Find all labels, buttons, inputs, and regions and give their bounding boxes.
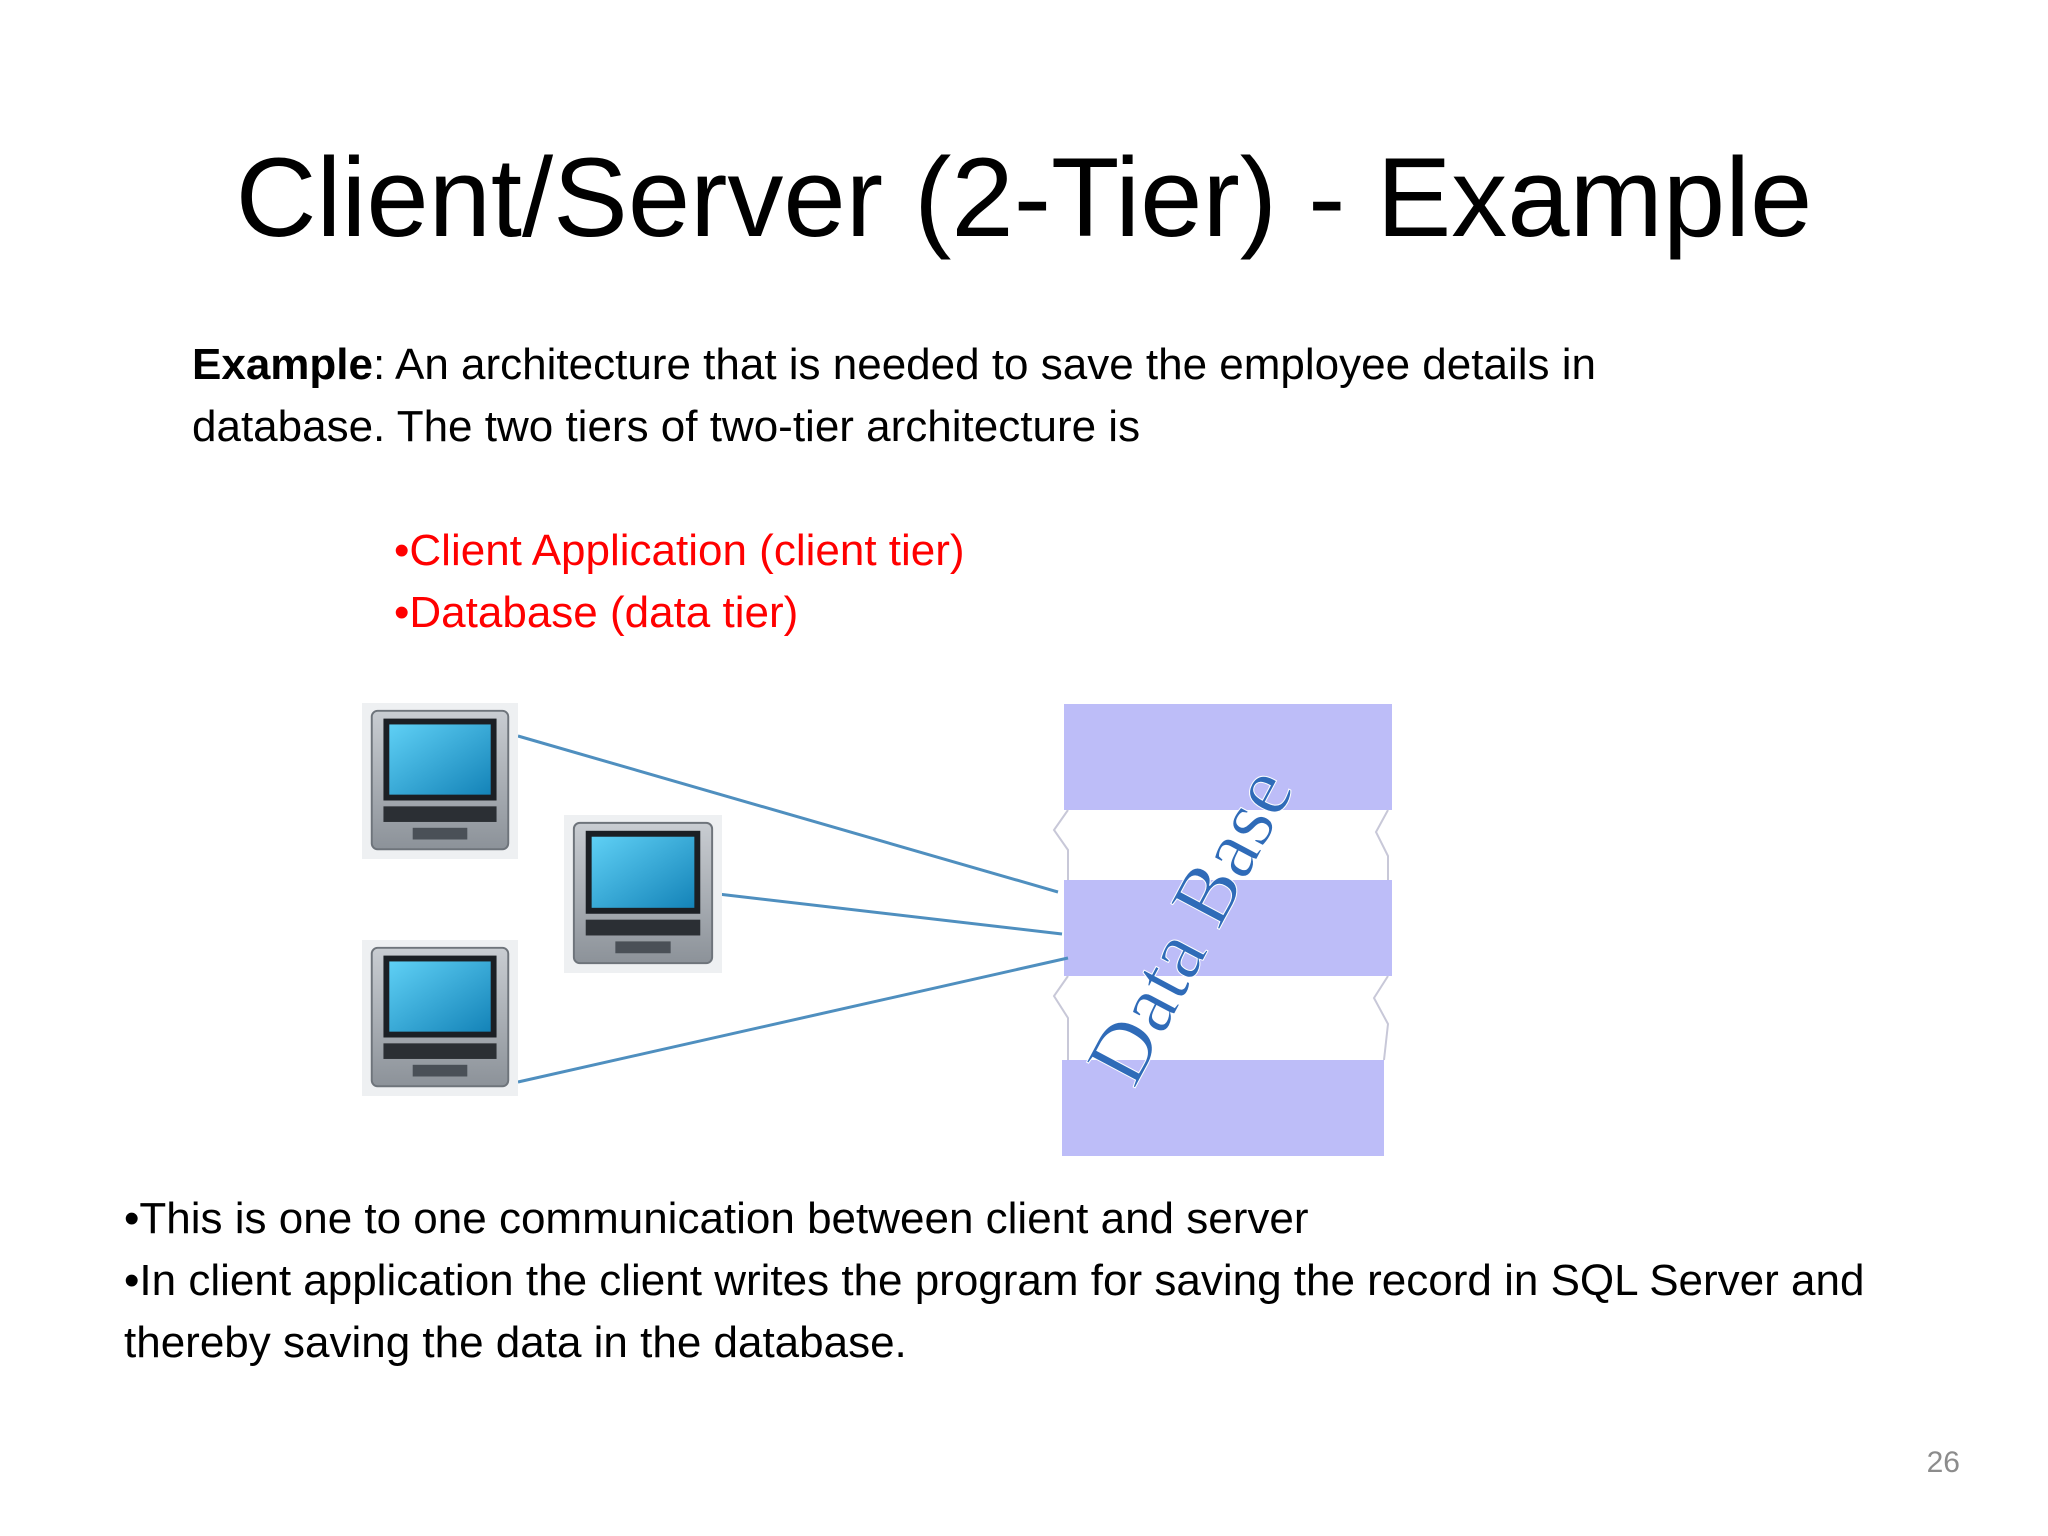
intro-paragraph: Example: An architecture that is needed … (192, 334, 1752, 458)
client-laptop-icon-3 (362, 938, 518, 1098)
database-outline-right-lower (1372, 975, 1390, 1061)
note-item: In client application the client writes … (124, 1250, 1984, 1374)
two-tier-diagram: Data Base (362, 702, 1392, 1156)
intro-text: : An architecture that is needed to save… (192, 340, 1596, 451)
note-item: This is one to one communication between… (124, 1188, 1984, 1250)
database-outline-left (1052, 809, 1069, 880)
link-line-client-3 (517, 956, 1069, 1084)
database-band-bottom (1062, 1060, 1384, 1156)
tier-item-client: Client Application (client tier) (394, 520, 964, 582)
page-number: 26 (1926, 1446, 1960, 1479)
link-line-client-2 (717, 892, 1063, 936)
database-band-top (1064, 704, 1392, 810)
link-line-client-1 (517, 734, 1059, 894)
database-band-middle (1064, 880, 1392, 976)
client-laptop-icon-1 (362, 702, 518, 860)
database-outline-left-lower (1052, 975, 1069, 1060)
client-laptop-icon-2 (564, 814, 722, 974)
database-stack (1052, 704, 1392, 1156)
slide-title: Client/Server (2-Tier) - Example (235, 135, 1813, 260)
notes-list: This is one to one communication between… (124, 1188, 1984, 1374)
tier-item-database: Database (data tier) (394, 582, 965, 644)
database-outline-right (1374, 809, 1389, 880)
intro-label: Example (192, 340, 373, 389)
tier-list: Client Application (client tier) Databas… (394, 520, 965, 644)
client-links (517, 734, 1069, 1084)
